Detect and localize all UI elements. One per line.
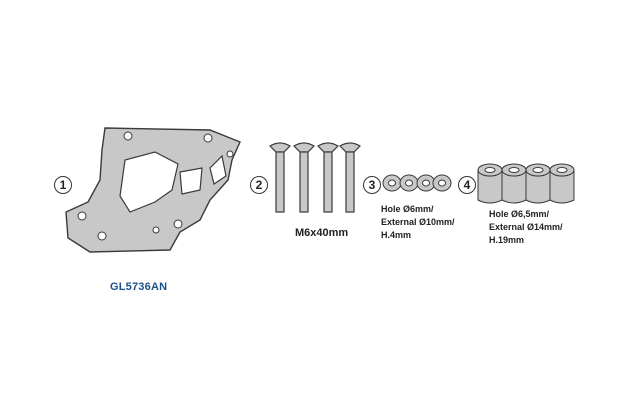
washer-spec-line-2: External Ø10mm/ bbox=[381, 217, 455, 227]
item-1-number: 1 bbox=[54, 176, 72, 194]
part-code: GL5736AN bbox=[110, 281, 168, 293]
bolt-size-label: M6x40mm bbox=[295, 227, 349, 239]
item-2-number: 2 bbox=[250, 176, 268, 194]
spacer-spec-line-1: Hole Ø6,5mm/ bbox=[489, 209, 550, 219]
spacer-spec-line-3: H.19mm bbox=[489, 235, 525, 245]
spacers-drawing bbox=[477, 163, 575, 204]
mounting-plate-drawing bbox=[65, 127, 241, 253]
washer-spec-line-3: H.4mm bbox=[381, 230, 412, 240]
washer-spec-line-1: Hole Ø6mm/ bbox=[381, 204, 434, 214]
item-4-number: 4 bbox=[458, 176, 476, 194]
spacer-spec-line-2: External Ø14mm/ bbox=[489, 222, 563, 232]
bolts-drawing bbox=[269, 142, 361, 213]
item-3-number: 3 bbox=[363, 176, 381, 194]
washers-drawing bbox=[382, 174, 452, 192]
